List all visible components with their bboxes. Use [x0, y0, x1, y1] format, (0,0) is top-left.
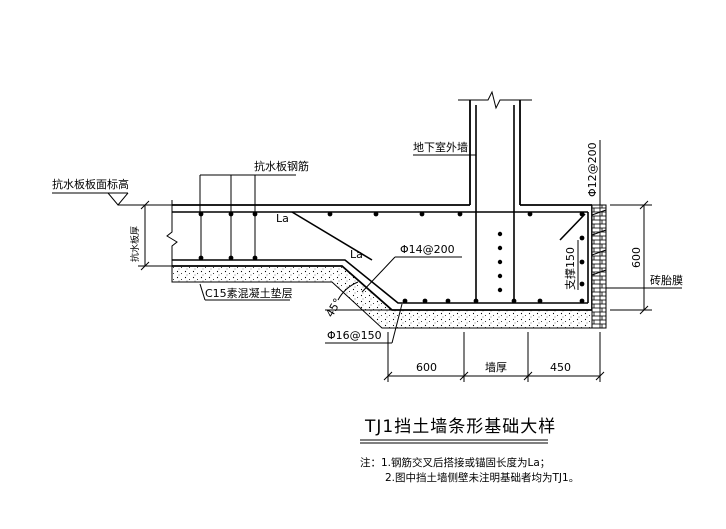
dimension-450: 450 [550, 361, 571, 374]
angle-marker [325, 281, 392, 311]
slab-top-elevation-label: 抗水板板面标高 [52, 177, 129, 191]
angle-label: 45° [323, 296, 344, 319]
bottom-dimension [383, 332, 605, 382]
rebar-16-leader [325, 303, 403, 344]
rebar-sections [198, 211, 585, 304]
brick-mold [591, 204, 607, 329]
basement-wall [458, 90, 532, 300]
slab-thickness-dimension [138, 200, 172, 271]
dimension-wall-thickness: 墙厚 [485, 360, 507, 374]
note-line-2: 2.图中挡土墙侧壁未注明基础者均为TJ1。 [385, 471, 579, 484]
slab-thickness-label: 抗水板厚 [129, 226, 141, 262]
dimension-600-right: 600 [630, 247, 643, 268]
support-label: 支撑150 [563, 247, 577, 290]
brick-ties [591, 209, 607, 276]
drawing-title: TJ1挡土墙条形基础大样 [364, 417, 556, 437]
anchor-length-label-1: La [276, 212, 289, 225]
rebar-14-leader [361, 256, 462, 293]
slab-rebar-label: 抗水板钢筋 [254, 159, 309, 173]
cushion-label: C15素混凝土垫层 [205, 286, 293, 300]
dimension-600: 600 [416, 361, 437, 374]
slab-rebar-leader [199, 174, 296, 212]
elevation-marker [52, 192, 172, 206]
note-line-1: 注：1.钢筋交叉后搭接或锚固长度为La； [360, 456, 550, 469]
outer-wall-label: 地下室外墙 [413, 140, 468, 154]
rebar-14-label: Φ14@200 [400, 243, 455, 256]
right-dimension [610, 200, 652, 315]
rebar-16-label: Φ16@150 [327, 329, 382, 342]
brick-mold-label: 砖胎膜 [650, 273, 683, 287]
rebar-12-label: Φ12@200 [586, 142, 599, 197]
break-symbol [458, 90, 532, 110]
anchor-length-label-2: La [350, 248, 363, 261]
